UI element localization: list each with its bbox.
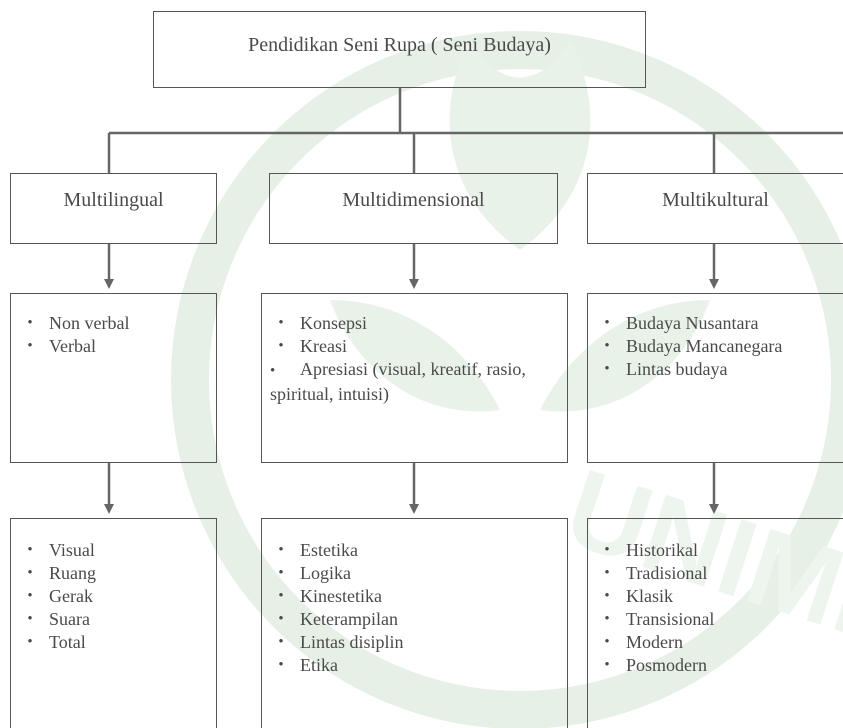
category-label: Multikultural: [662, 189, 769, 211]
category-label: Multidimensional: [342, 189, 485, 211]
list-item: •Transisional: [596, 608, 837, 631]
bullet-icon: •: [27, 588, 33, 604]
list-item: •Apresiasi (visual, kreatif, rasio, spir…: [270, 359, 526, 404]
root-node: Pendidikan Seni Rupa ( Seni Budaya): [153, 11, 646, 88]
list-item: •Posmodern: [596, 654, 837, 677]
dimensions-list: •Estetika •Logika •Kinestetika •Keteramp…: [270, 539, 561, 677]
list-item: •Lintas disiplin: [270, 631, 561, 654]
bullet-icon: •: [278, 315, 284, 331]
list-item: •Logika: [270, 562, 561, 585]
list-item: •Konsepsi: [270, 312, 561, 335]
dimensions-box-multikultural: •Historikal •Tradisional •Klasik •Transi…: [587, 518, 843, 728]
bullet-icon: •: [278, 657, 284, 673]
bullet-icon: •: [278, 565, 284, 581]
list-item: •Klasik: [596, 585, 837, 608]
bullet-icon: •: [604, 588, 610, 604]
list-item: •Budaya Nusantara: [596, 312, 837, 335]
bullet-icon: •: [278, 338, 284, 354]
bullet-icon: •: [604, 657, 610, 673]
aspects-list: •Budaya Nusantara •Budaya Mancanegara •L…: [596, 312, 837, 381]
list-item: •Total: [19, 631, 210, 654]
bullet-icon: •: [27, 542, 33, 558]
list-item: •Historikal: [596, 539, 837, 562]
list-item: •Ruang: [19, 562, 210, 585]
bullet-icon: •: [278, 611, 284, 627]
category-node-multidimensional: Multidimensional: [269, 173, 558, 244]
list-item: •Estetika: [270, 539, 561, 562]
dimensions-list: •Visual •Ruang •Gerak •Suara •Total: [19, 539, 210, 654]
bullet-icon: •: [604, 611, 610, 627]
list-item: •Verbal: [19, 335, 210, 358]
list-item: •Modern: [596, 631, 837, 654]
list-item: •Visual: [19, 539, 210, 562]
bullet-icon: •: [278, 588, 284, 604]
bullet-icon: •: [604, 338, 610, 354]
bullet-icon: •: [27, 634, 33, 650]
bullet-icon: •: [278, 542, 284, 558]
list-item: •Keterampilan: [270, 608, 561, 631]
bullet-icon: •: [604, 542, 610, 558]
list-item: •Kreasi: [270, 335, 561, 358]
aspects-list: •Konsepsi •Kreasi •Apresiasi (visual, kr…: [270, 312, 561, 406]
list-item: •Tradisional: [596, 562, 837, 585]
category-label: Multilingual: [63, 189, 164, 211]
aspects-box-multilingual: •Non verbal •Verbal: [10, 293, 217, 463]
list-item: •Lintas budaya: [596, 358, 837, 381]
bullet-icon: •: [27, 338, 33, 354]
list-item: •Etika: [270, 654, 561, 677]
bullet-icon: •: [604, 315, 610, 331]
list-item: •Kinestetika: [270, 585, 561, 608]
dimensions-list: •Historikal •Tradisional •Klasik •Transi…: [596, 539, 837, 677]
bullet-icon: •: [270, 363, 276, 379]
bullet-icon: •: [604, 565, 610, 581]
list-item: •Suara: [19, 608, 210, 631]
dimensions-box-multidimensional: •Estetika •Logika •Kinestetika •Keteramp…: [261, 518, 568, 728]
dimensions-box-multilingual: •Visual •Ruang •Gerak •Suara •Total: [10, 518, 217, 728]
list-item: •Budaya Mancanegara: [596, 335, 837, 358]
list-item: •Non verbal: [19, 312, 210, 335]
category-node-multilingual: Multilingual: [10, 173, 217, 244]
category-node-multikultural: Multikultural: [587, 173, 843, 244]
aspects-box-multikultural: •Budaya Nusantara •Budaya Mancanegara •L…: [587, 293, 843, 463]
aspects-box-multidimensional: •Konsepsi •Kreasi •Apresiasi (visual, kr…: [261, 293, 568, 463]
bullet-icon: •: [27, 315, 33, 331]
bullet-icon: •: [604, 361, 610, 377]
bullet-icon: •: [27, 565, 33, 581]
aspects-list: •Non verbal •Verbal: [19, 312, 210, 358]
bullet-icon: •: [604, 634, 610, 650]
list-item: •Gerak: [19, 585, 210, 608]
bullet-icon: •: [27, 611, 33, 627]
bullet-icon: •: [278, 634, 284, 650]
root-node-title: Pendidikan Seni Rupa ( Seni Budaya): [248, 34, 551, 56]
